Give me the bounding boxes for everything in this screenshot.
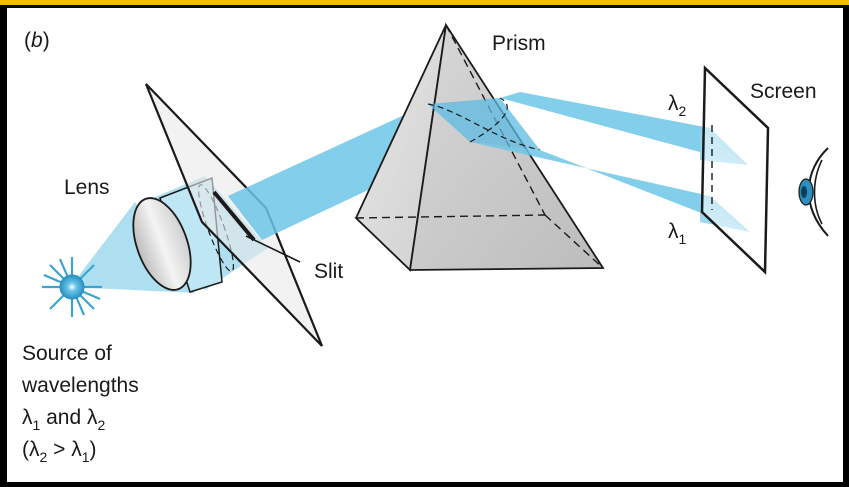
source-caption-line1: Source of bbox=[22, 342, 112, 365]
eye-icon bbox=[798, 147, 829, 237]
source-caption-line4: (λ2 > λ1) bbox=[22, 438, 97, 465]
slit-leader-line bbox=[245, 235, 301, 263]
top-accent-bar bbox=[0, 0, 849, 5]
screen-label: Screen bbox=[750, 80, 817, 103]
prism bbox=[354, 22, 605, 272]
source-caption-line2: wavelengths bbox=[21, 374, 139, 397]
slit-plate bbox=[144, 83, 324, 347]
lambda1-label: λ1 bbox=[668, 220, 687, 247]
lens-label: Lens bbox=[64, 176, 110, 199]
lambda2-beam bbox=[500, 92, 748, 165]
prism-label: Prism bbox=[492, 32, 546, 55]
slit-label: Slit bbox=[314, 260, 343, 283]
panel-label: (b) bbox=[24, 29, 50, 52]
screen bbox=[700, 65, 770, 275]
source-caption-line3: λ1 and λ2 bbox=[22, 406, 106, 433]
light-source-icon bbox=[42, 257, 102, 317]
source-caption: Source of wavelengths λ1 and λ2 (λ2 > λ1… bbox=[21, 342, 139, 465]
prism-internal-beam bbox=[428, 98, 540, 150]
lambda2-label: λ2 bbox=[668, 92, 687, 119]
